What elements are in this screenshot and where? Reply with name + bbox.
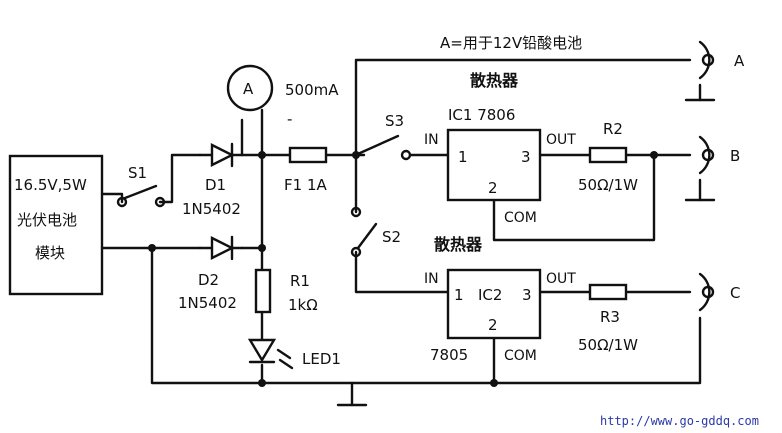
- fuse-label: F1 1A: [284, 176, 327, 194]
- heatsink-top-label: 散热器: [470, 71, 519, 90]
- current-label: 500mA: [285, 81, 339, 99]
- module-type-label: 模块: [35, 244, 65, 262]
- ic1-box: [446, 128, 542, 202]
- node-d1-junction: [258, 151, 266, 159]
- fuse-f1: [288, 146, 328, 164]
- node-r2-out: [650, 151, 658, 159]
- output-a-label: A: [734, 52, 745, 70]
- r1-label: R1: [290, 272, 310, 290]
- ic1-out-label: OUT: [546, 132, 576, 148]
- r1-value-label: 1kΩ: [288, 296, 318, 314]
- output-connector-a: [684, 40, 716, 102]
- ic1-pin3: 3: [521, 148, 531, 166]
- heatsink-bottom-label: 散热器: [434, 235, 483, 254]
- d1-part-label: 1N5402: [182, 200, 241, 218]
- ic2-box: [446, 268, 542, 340]
- output-c-label: C: [730, 284, 740, 302]
- output-b-label: B: [730, 147, 740, 165]
- ic1-pin2: 2: [488, 179, 498, 197]
- ic2-out-label: OUT: [546, 271, 576, 287]
- watermark-url: http://www.go-gddq.com: [600, 414, 759, 428]
- node-led-ground: [258, 379, 266, 387]
- ic1-pin1: 1: [458, 148, 468, 166]
- led1: [247, 338, 294, 370]
- r3-value-label: 50Ω/1W: [578, 336, 638, 354]
- node-module-ground: [148, 244, 156, 252]
- ic1-com-label: COM: [504, 210, 537, 226]
- output-note: A=用于12V铅酸电池: [440, 34, 582, 52]
- resistor-r3: [588, 283, 628, 301]
- resistor-r1: [254, 268, 272, 314]
- ic2-pin3: 3: [522, 286, 532, 304]
- node-ic2-ground: [490, 379, 498, 387]
- switch-s2: [350, 206, 378, 258]
- switch-s3: [358, 134, 412, 161]
- r2-value-label: 50Ω/1W: [578, 176, 638, 194]
- ammeter-label: A: [243, 80, 254, 98]
- ammeter: A: [226, 64, 274, 112]
- ic2-pin2: 2: [488, 316, 498, 334]
- ic2-in-label: IN: [424, 271, 439, 287]
- ic2-name-label: IC2: [478, 286, 502, 304]
- switch-s1: [116, 184, 166, 208]
- d1-label: D1: [205, 176, 226, 194]
- output-connector-c: [698, 272, 715, 312]
- ic2-pin1: 1: [454, 286, 464, 304]
- diode-d2: [198, 235, 244, 261]
- output-connector-b: [684, 135, 716, 202]
- r2-label: R2: [603, 120, 623, 138]
- s2-label: S2: [382, 228, 401, 246]
- diode-d1: [198, 142, 244, 168]
- ic2-part-label: 7805: [430, 346, 468, 364]
- solar-module-box: [8, 154, 104, 296]
- node-switch-junction: [352, 151, 360, 159]
- node-d2-junction: [258, 244, 266, 252]
- ic1-name-label: IC1 7806: [448, 106, 515, 124]
- s1-label: S1: [128, 164, 147, 182]
- led-label: LED1: [302, 350, 341, 368]
- d2-label: D2: [198, 271, 219, 289]
- d2-part-label: 1N5402: [178, 294, 237, 312]
- r3-label: R3: [600, 308, 620, 326]
- resistor-r2: [588, 146, 628, 164]
- minus-label: -: [287, 110, 292, 128]
- ic2-com-label: COM: [504, 348, 537, 364]
- ic1-in-label: IN: [424, 132, 439, 148]
- s3-label: S3: [385, 112, 404, 130]
- module-name-label: 光伏电池: [17, 211, 77, 229]
- module-spec-label: 16.5V,5W: [14, 176, 87, 194]
